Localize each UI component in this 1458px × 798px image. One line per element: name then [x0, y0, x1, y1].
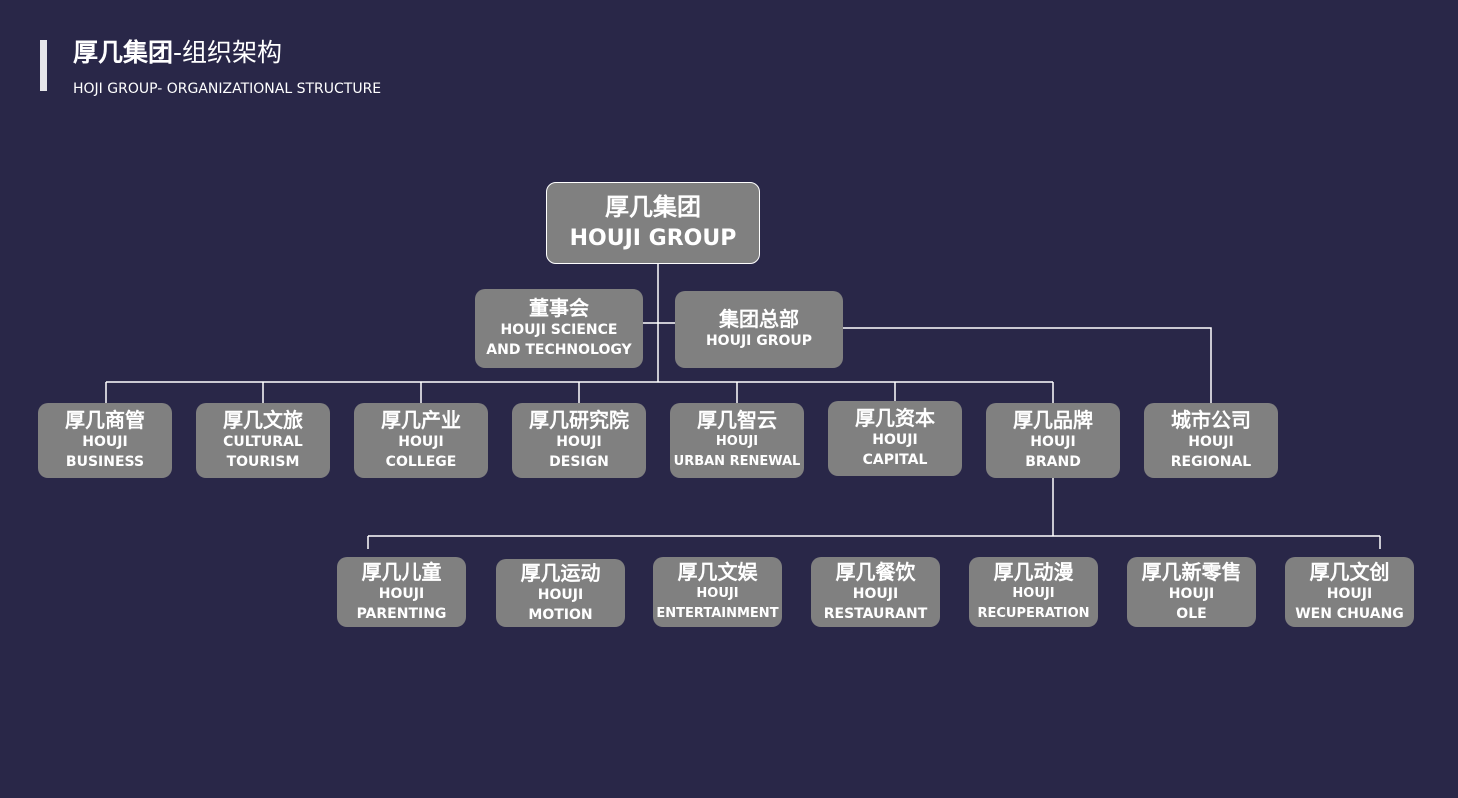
node-label-zh: 城市公司 — [1171, 408, 1251, 432]
page-subtitle: HOJI GROUP- ORGANIZATIONAL STRUCTURE — [73, 81, 382, 97]
node-board: 董事会 HOUJI SCIENCE AND TECHNOLOGY — [475, 289, 643, 368]
node-label-en2: COLLEGE — [385, 454, 457, 470]
node-label-zh: 厚几运动 — [520, 560, 601, 585]
node-label-en: HOUJI — [537, 586, 584, 603]
node-division-cultural-tourism: 厚几文旅 CULTURAL TOURISM — [196, 403, 330, 478]
node-label-zh: 厚几文娱 — [677, 559, 758, 584]
node-brand-new-retail: 厚几新零售 HOUJI OLE — [1127, 557, 1256, 627]
node-label-en2: RESTAURANT — [823, 605, 928, 622]
node-brand-animation: 厚几动漫 HOUJI RECUPERATION — [969, 557, 1098, 627]
node-label-en: HOUJI — [82, 434, 128, 450]
node-label-en2: BRAND — [1025, 454, 1081, 470]
node-label-en: HOUJI GROUP — [569, 226, 737, 251]
node-label-en2: RECUPERATION — [977, 605, 1090, 621]
node-division-industry: 厚几产业 HOUJI COLLEGE — [354, 403, 488, 478]
node-brand-parenting: 厚几儿童 HOUJI PARENTING — [337, 557, 466, 627]
node-division-research: 厚几研究院 HOUJI DESIGN — [512, 403, 646, 478]
node-label-en: HOUJI GROUP — [705, 333, 813, 349]
node-brand-restaurant: 厚几餐饮 HOUJI RESTAURANT — [811, 557, 940, 627]
node-label-zh: 厚几产业 — [381, 408, 461, 432]
node-label-en2: CAPITAL — [862, 452, 928, 468]
node-label-zh: 厚几餐饮 — [835, 559, 916, 584]
page-title: 厚几集团-组织架构 — [73, 36, 282, 70]
node-label-en: HOUJI — [1188, 434, 1234, 450]
node-label-en: HOUJI SCIENCE — [500, 322, 618, 338]
node-label-en: HOUJI — [398, 434, 444, 450]
node-brand-motion: 厚几运动 HOUJI MOTION — [496, 559, 625, 627]
node-label-en2: OLE — [1176, 605, 1207, 622]
node-label-zh: 董事会 — [529, 296, 589, 320]
node-group-hq: 集团总部 HOUJI GROUP — [675, 291, 843, 368]
node-brand-wen-chuang: 厚几文创 HOUJI WEN CHUANG — [1285, 557, 1414, 627]
node-label-zh: 厚几集团 — [605, 193, 701, 221]
node-label-zh: 集团总部 — [719, 307, 799, 331]
title-accent-bar — [40, 40, 47, 91]
node-label-en2: MOTION — [528, 606, 593, 623]
page-title-main: 厚几集团 — [73, 38, 174, 67]
node-label-zh: 厚几商管 — [65, 408, 145, 432]
node-label-zh: 厚几文创 — [1309, 559, 1390, 584]
node-division-business: 厚几商管 HOUJI BUSINESS — [38, 403, 172, 478]
node-label-en2: REGIONAL — [1170, 454, 1252, 470]
node-label-zh: 厚几文旅 — [223, 408, 303, 432]
node-label-zh: 厚几品牌 — [1013, 408, 1093, 432]
connector-hq-regional — [843, 327, 1212, 403]
node-label-en: HOUJI — [852, 585, 899, 602]
node-label-en: CULTURAL — [223, 434, 303, 450]
node-houji-group-root: 厚几集团 HOUJI GROUP — [546, 182, 760, 264]
node-label-en2: TOURISM — [226, 454, 300, 470]
node-label-en2: BUSINESS — [65, 454, 145, 470]
node-label-en2: URBAN RENEWAL — [673, 454, 801, 469]
node-label-zh: 厚几新零售 — [1141, 559, 1242, 584]
node-label-zh: 厚几资本 — [855, 406, 935, 430]
node-label-en: HOUJI — [696, 585, 739, 601]
node-label-en2: PARENTING — [356, 605, 447, 622]
node-label-en: HOUJI — [1326, 585, 1373, 602]
node-division-smart-cloud: 厚几智云 HOUJI URBAN RENEWAL — [670, 403, 804, 478]
node-label-en2: AND TECHNOLOGY — [486, 342, 632, 358]
node-label-en2: ENTERTAINMENT — [656, 605, 779, 621]
node-label-en2: DESIGN — [549, 454, 609, 470]
node-label-zh: 厚几儿童 — [361, 559, 442, 584]
node-division-brand: 厚几品牌 HOUJI BRAND — [986, 403, 1120, 478]
node-label-zh: 厚几研究院 — [529, 408, 629, 432]
node-brand-entertainment: 厚几文娱 HOUJI ENTERTAINMENT — [653, 557, 782, 627]
node-label-en2: WEN CHUANG — [1295, 605, 1404, 622]
node-label-zh: 厚几智云 — [697, 408, 777, 432]
node-label-en: HOUJI — [378, 585, 425, 602]
node-label-en: HOUJI — [872, 432, 918, 448]
node-division-capital: 厚几资本 HOUJI CAPITAL — [828, 401, 962, 476]
node-label-en: HOUJI — [1012, 585, 1055, 601]
node-label-en: HOUJI — [1030, 434, 1076, 450]
node-division-regional: 城市公司 HOUJI REGIONAL — [1144, 403, 1278, 478]
page-title-sub: -组织架构 — [173, 38, 283, 67]
node-label-en: HOUJI — [556, 434, 602, 450]
node-label-zh: 厚几动漫 — [993, 559, 1074, 584]
node-label-en: HOUJI — [715, 434, 759, 449]
node-label-en: HOUJI — [1168, 585, 1215, 602]
